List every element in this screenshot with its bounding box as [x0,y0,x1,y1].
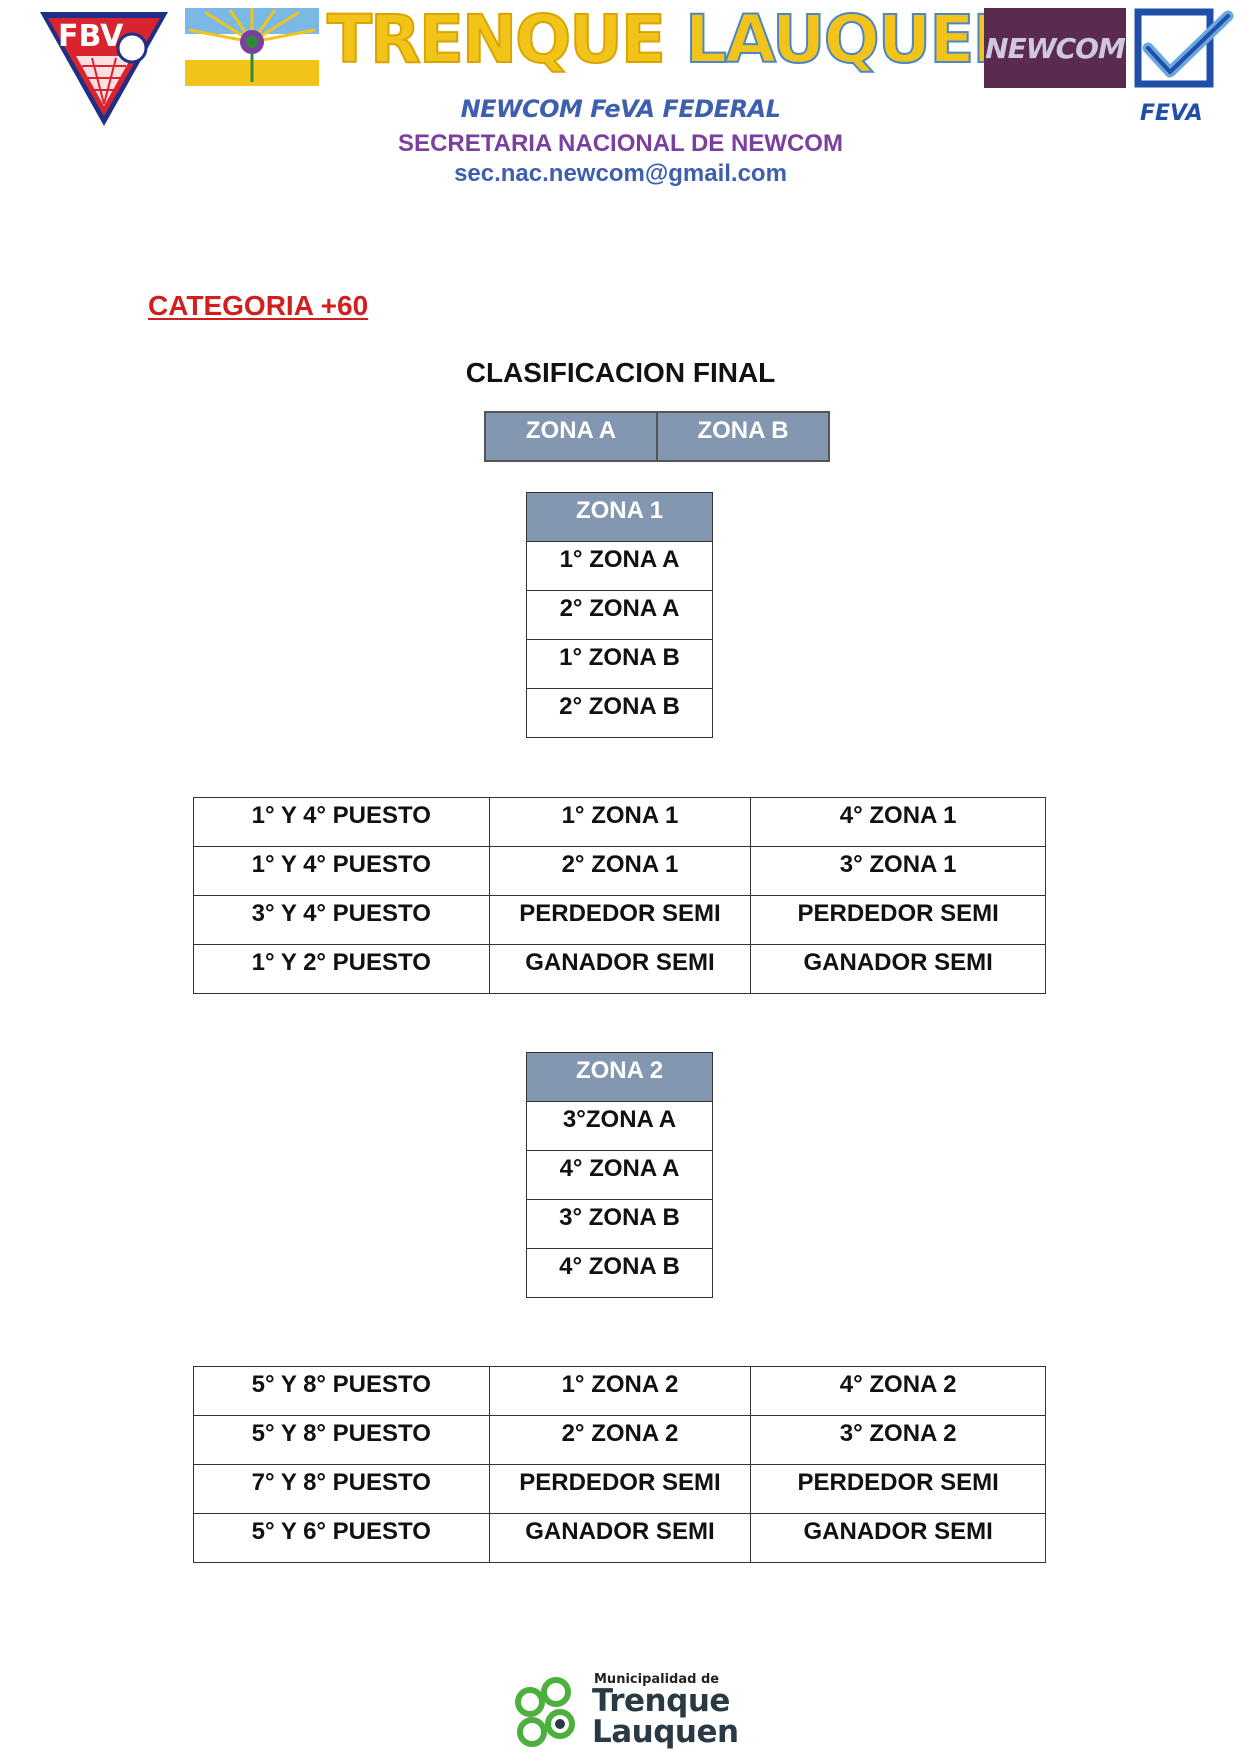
match-team-2: 3° ZONA 1 [750,846,1046,896]
match-team-1: PERDEDOR SEMI [488,1464,752,1514]
footer-city-line2: Lauquen [592,1714,739,1750]
zones-header-table: ZONA A ZONA B [484,411,830,462]
match-position: 1° Y 2° PUESTO [193,944,490,994]
contact-email: sec.nac.newcom@gmail.com [454,160,787,187]
footer-city-name: Trenque Lauquen [592,1686,739,1748]
match-team-1: 1° ZONA 2 [488,1366,752,1416]
zone-b-header: ZONA B [656,411,830,462]
zona-2-row: 4° ZONA A [526,1150,713,1200]
municipality-logo-mark [515,1677,575,1747]
match-position: 5° Y 8° PUESTO [193,1366,490,1416]
match-row: 3° Y 4° PUESTO PERDEDOR SEMI PERDEDOR SE… [193,895,1046,945]
match-row: 1° Y 4° PUESTO 1° ZONA 1 4° ZONA 1 [193,797,1046,847]
feva-logo: FEVA [1134,8,1234,126]
zona-2-row: 4° ZONA B [526,1248,713,1298]
newcom-feva-federal: NEWCOM FeVA FEDERAL [460,95,781,123]
fbv-logo: FBV [40,12,168,126]
zona-1-row: 1° ZONA B [526,639,713,689]
feva-logo-text: FEVA [1140,101,1203,126]
match-position: 5° Y 8° PUESTO [193,1415,490,1465]
banner-title: TRENQUE LAUQUEN [326,0,1029,80]
zona-2-title: ZONA 2 [526,1052,713,1102]
category-title: CATEGORIA +60 [148,290,369,321]
match-team-1: 2° ZONA 1 [488,846,752,896]
match-position: 1° Y 4° PUESTO [193,846,490,896]
match-position: 1° Y 4° PUESTO [193,797,490,847]
match-team-1: 2° ZONA 2 [488,1415,752,1465]
match-row: 5° Y 8° PUESTO 2° ZONA 2 3° ZONA 2 [193,1415,1046,1465]
match-team-1: GANADOR SEMI [488,944,752,994]
newcom-logo-text: NEWCOM [985,31,1126,65]
match-team-1: PERDEDOR SEMI [488,895,752,945]
newcom-logo: NEWCOM [984,8,1126,88]
banner-word-lauquen: LAUQUEN [684,0,1029,79]
zona-1-row: 1° ZONA A [526,541,713,591]
zona-1-table: ZONA 1 1° ZONA A 2° ZONA A 1° ZONA B 2° … [526,492,713,738]
match-row: 1° Y 4° PUESTO 2° ZONA 1 3° ZONA 1 [193,846,1046,896]
zona-1-row: 2° ZONA A [526,590,713,640]
match-position: 3° Y 4° PUESTO [193,895,490,945]
zona-2-row: 3°ZONA A [526,1101,713,1151]
zona-1-title: ZONA 1 [526,492,713,542]
match-row: 7° Y 8° PUESTO PERDEDOR SEMI PERDEDOR SE… [193,1464,1046,1514]
fbv-logo-text: FBV [58,19,124,54]
match-team-1: GANADOR SEMI [488,1513,752,1563]
match-team-2: 4° ZONA 1 [750,797,1046,847]
zona-1-row: 2° ZONA B [526,688,713,738]
match-row: 1° Y 2° PUESTO GANADOR SEMI GANADOR SEMI [193,944,1046,994]
banner-word-trenque: TRENQUE [326,0,667,79]
match-row: 5° Y 6° PUESTO GANADOR SEMI GANADOR SEMI [193,1513,1046,1563]
match-team-2: 4° ZONA 2 [750,1366,1046,1416]
match-position: 5° Y 6° PUESTO [193,1513,490,1563]
zona-1-matches-table: 1° Y 4° PUESTO 1° ZONA 1 4° ZONA 1 1° Y … [193,797,1046,994]
zona-2-table: ZONA 2 3°ZONA A 4° ZONA A 3° ZONA B 4° Z… [526,1052,713,1298]
match-team-2: PERDEDOR SEMI [750,895,1046,945]
match-row: 5° Y 8° PUESTO 1° ZONA 2 4° ZONA 2 [193,1366,1046,1416]
footer-city-line1: Trenque [592,1683,730,1719]
match-team-2: PERDEDOR SEMI [750,1464,1046,1514]
match-position: 7° Y 8° PUESTO [193,1464,490,1514]
secretaria-title: SECRETARIA NACIONAL DE NEWCOM [398,130,843,157]
zona-2-matches-table: 5° Y 8° PUESTO 1° ZONA 2 4° ZONA 2 5° Y … [193,1366,1046,1563]
match-team-2: GANADOR SEMI [750,1513,1046,1563]
zona-2-row: 3° ZONA B [526,1199,713,1249]
zone-a-header: ZONA A [484,411,658,462]
match-team-1: 1° ZONA 1 [488,797,752,847]
trenque-lauquen-flag [185,8,319,86]
match-team-2: 3° ZONA 2 [750,1415,1046,1465]
match-team-2: GANADOR SEMI [750,944,1046,994]
final-classification-title: CLASIFICACION FINAL [465,357,776,388]
footer-municipalidad-label: Municipalidad de [594,1672,720,1687]
